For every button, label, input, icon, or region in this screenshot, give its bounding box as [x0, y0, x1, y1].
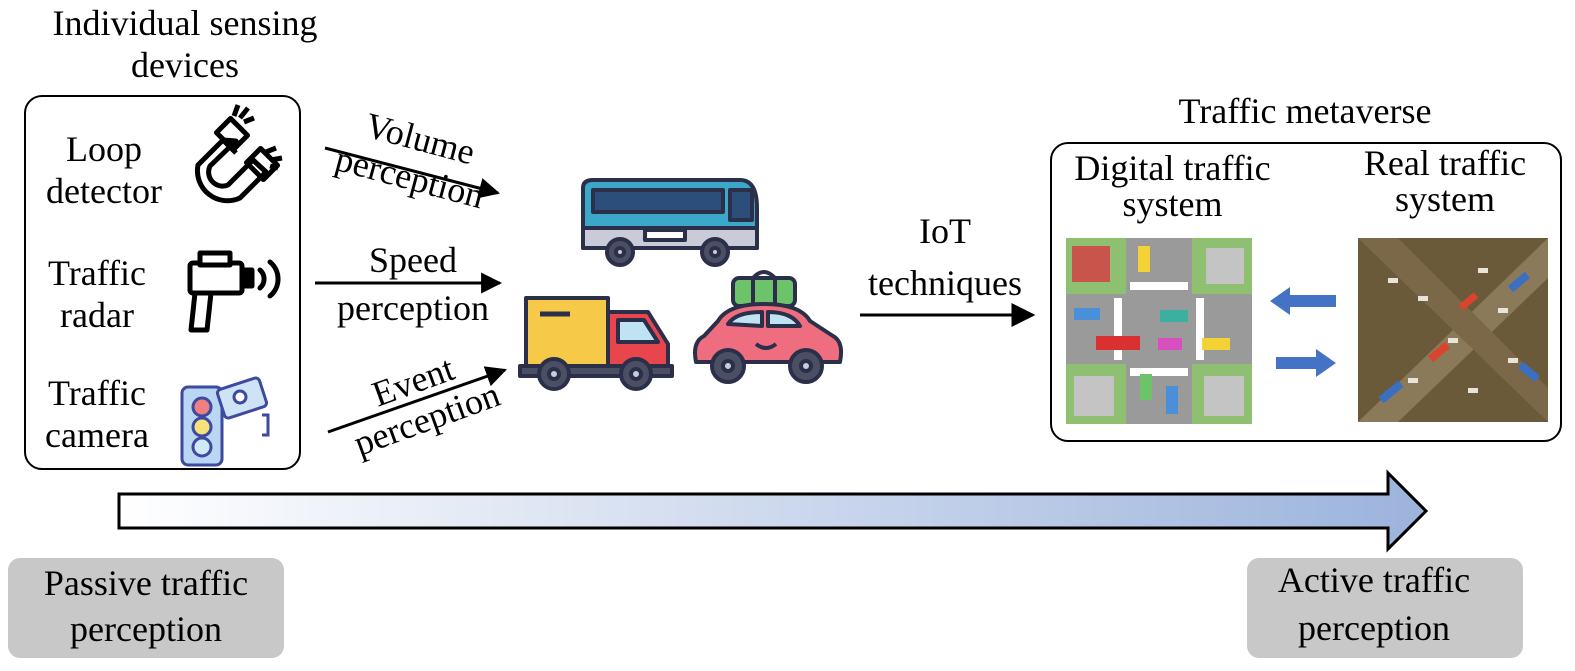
active-label-box	[1247, 558, 1523, 658]
active-traffic-perception-label: Active traffic perception	[1277, 560, 1471, 648]
event-arrow	[327, 366, 507, 434]
sync-arrows	[1270, 287, 1336, 377]
sync-arrow-left	[1270, 287, 1336, 315]
passive-traffic-perception-label: Passive traffic perception	[43, 563, 249, 649]
traffic-radar-label: Traffic radar	[48, 253, 146, 335]
passive-label-box	[8, 558, 284, 658]
truck-icon	[518, 296, 674, 391]
car-icon	[693, 270, 844, 384]
speed-perception-label: Speed perception	[337, 240, 489, 328]
iot-techniques-label: IoT techniques	[868, 211, 1022, 303]
volume-arrow	[324, 146, 501, 199]
sensing-devices-title: Individual sensing devices	[52, 3, 318, 85]
real-traffic-system-label: Real traffic system	[1363, 143, 1527, 219]
real-traffic-photo	[1358, 238, 1548, 422]
traffic-camera-label: Traffic camera	[45, 373, 149, 455]
sync-arrow-right	[1276, 349, 1336, 377]
bus-icon	[581, 178, 759, 267]
traffic-camera-icon	[180, 376, 270, 467]
loop-detector-label: Loop detector	[46, 129, 162, 211]
radar-gun-icon	[187, 250, 281, 333]
traffic-metaverse-title: Traffic metaverse	[1178, 91, 1432, 131]
sensing-devices-box	[24, 95, 301, 470]
magnet-icon	[194, 104, 283, 204]
traffic-metaverse-box	[1050, 142, 1562, 442]
digital-intersection-map	[1066, 238, 1252, 424]
digital-traffic-system-label: Digital traffic system	[1074, 148, 1271, 224]
